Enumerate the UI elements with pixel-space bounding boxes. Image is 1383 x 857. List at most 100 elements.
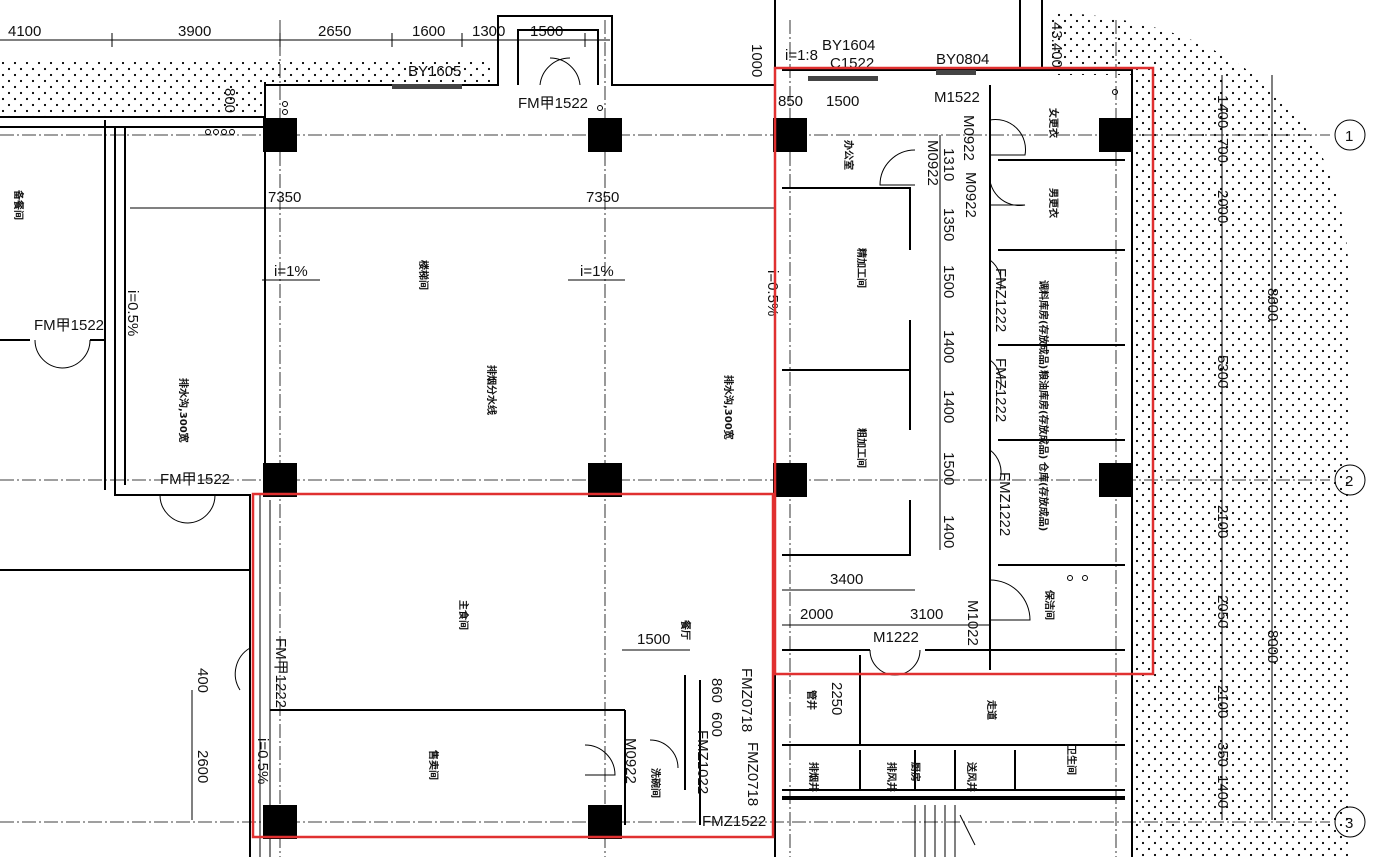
room-hall: 餐厅 [679, 619, 692, 640]
room-dressing-m: 男更衣 [1047, 188, 1060, 218]
dim-top-3: 2650 [318, 23, 351, 40]
dim-850: 850 [778, 93, 803, 110]
room-storage1: 调料库房(存放成品) [1037, 280, 1050, 369]
span-2: 7350 [586, 189, 619, 206]
room-pipe3: 排风井 [885, 762, 898, 792]
grid-bubble-2: 2 [1345, 473, 1353, 490]
tag-fmz0718a: FMZ0718 [738, 668, 755, 732]
slope-3: i=0.5% [124, 290, 141, 336]
room-storage2: 粮油库房(存放成品) [1037, 370, 1050, 459]
room-flow: 排水沟,300宽 [177, 378, 190, 443]
fixtures [205, 89, 1118, 581]
slope-4: i=0.5% [764, 270, 781, 316]
room-pipe2: 排烟井 [807, 762, 820, 792]
dim-860: 860 [708, 678, 725, 703]
elevation: 43.400 [1048, 22, 1065, 68]
rtotal-2: 8000 [1264, 630, 1281, 663]
tag-by1604: BY1604 [822, 37, 875, 54]
tag-m0922b: M0922 [924, 140, 941, 186]
room-main-b: 售卖间 [427, 750, 440, 780]
room-kitchen: 厨房 [909, 762, 922, 782]
tag-m0922a: M0922 [960, 115, 977, 161]
room-prep1: 精加工间 [855, 248, 868, 288]
grid-bubbles: 1 2 3 [1334, 119, 1366, 838]
highlight-kitchen-block [773, 66, 1155, 676]
room-pipe1: 管井 [805, 690, 818, 710]
room-cleaning: 保洁间 [1043, 589, 1056, 620]
room-office: 办公室 [842, 140, 855, 170]
tag-fmz0718b: FMZ0718 [744, 742, 761, 806]
dim-2250: 2250 [828, 682, 845, 715]
tag-by0804: BY0804 [936, 51, 989, 68]
ramp-slope: i=1:8 [785, 47, 818, 64]
room-pipe4: 送风井 [965, 761, 978, 792]
dim-600: 600 [708, 712, 725, 737]
room-main-a: 主食间 [457, 600, 470, 630]
room-wash: 洗碗间 [649, 768, 662, 798]
tag-fm1522-mid: FM甲1522 [160, 471, 230, 488]
dim-1500a: 1500 [826, 93, 859, 110]
dim-1500d: 1500 [637, 631, 670, 648]
room-split: 排烟分水线 [485, 365, 498, 415]
landscape-hatch-right [1048, 12, 1348, 857]
walls [0, 0, 1133, 857]
tag-m1522: M1522 [934, 89, 980, 106]
door-swings [34, 57, 1031, 776]
room-corridor: 走道 [985, 699, 998, 720]
tag-fmz1222c: FMZ1222 [996, 472, 1013, 536]
dim-top-6: 1500 [530, 23, 563, 40]
dim-400: 400 [194, 668, 211, 693]
tag-fmz1222a: FMZ1222 [992, 268, 1009, 332]
dim-1400b: 1400 [940, 390, 957, 423]
rdim-6: 2050 [1214, 595, 1231, 628]
dim-1310: 1310 [940, 148, 957, 181]
dim-1350: 1350 [940, 208, 957, 241]
rdim-2: 700 [1214, 138, 1231, 163]
tag-m1022: M1022 [964, 600, 981, 646]
rdim-3: 2000 [1214, 190, 1231, 223]
dim-1500b: 1500 [940, 265, 957, 298]
room-prep2: 粗加工间 [855, 428, 868, 468]
room-flow2: 排水沟,300宽 [722, 375, 735, 440]
room-storage3: 仓库(存放成品) [1037, 461, 1050, 531]
door-tags: FM甲1522 FM甲1522 FM甲1522 FM甲1222 M1522 M0… [34, 37, 1013, 830]
dim-top-5: 1300 [472, 23, 505, 40]
stair [914, 805, 976, 857]
tag-c1522: C1522 [830, 55, 874, 72]
slope-5: i=0.5% [254, 738, 271, 784]
dim-2600: 2600 [194, 750, 211, 783]
room-toilet: 卫生间 [1065, 745, 1078, 775]
dim-top-2: 3900 [178, 23, 211, 40]
right-dimensions: 1400 700 2000 5300 2100 2050 2100 350 14… [1048, 22, 1281, 820]
rtotal-1: 8600 [1264, 288, 1281, 321]
dim-1500c: 1500 [940, 452, 957, 485]
tag-fmz1222b: FMZ1222 [992, 358, 1009, 422]
dim-3100: 3100 [910, 606, 943, 623]
dim-2000: 2000 [800, 606, 833, 623]
dim-1400a: 1400 [940, 330, 957, 363]
rdim-7: 2100 [1214, 685, 1231, 718]
tag-m1222: M1222 [873, 629, 919, 646]
room-labels: 办公室 女更衣 男更衣 精加工间 粗加工间 调料库房(存放成品) 粮油库房(存放… [12, 108, 1078, 798]
room-dressing-f: 女更衣 [1047, 108, 1060, 138]
dim-1400c: 1400 [940, 515, 957, 548]
rdim-4: 5300 [1214, 355, 1231, 388]
slope-1: i=1% [274, 263, 308, 280]
tag-by1605: BY1605 [408, 63, 461, 80]
tag-fm1222: FM甲1222 [272, 638, 289, 708]
dim-1000: 1000 [748, 44, 765, 77]
rdim-9: 1400 [1214, 775, 1231, 808]
grid-bubble-1: 1 [1345, 128, 1353, 145]
tag-fmz1522: FMZ1522 [702, 813, 766, 830]
dim-top-4: 1600 [412, 23, 445, 40]
rdim-1: 1400 [1214, 95, 1231, 128]
dim-3400: 3400 [830, 571, 863, 588]
rdim-5: 2100 [1214, 505, 1231, 538]
tag-m0922d: M0922 [622, 738, 639, 784]
slope-2: i=1% [580, 263, 614, 280]
span-1: 7350 [268, 189, 301, 206]
room-stair: 楼梯间 [417, 260, 430, 290]
grid-bubble-3: 3 [1345, 815, 1353, 832]
room-back: 备餐间 [12, 189, 25, 220]
